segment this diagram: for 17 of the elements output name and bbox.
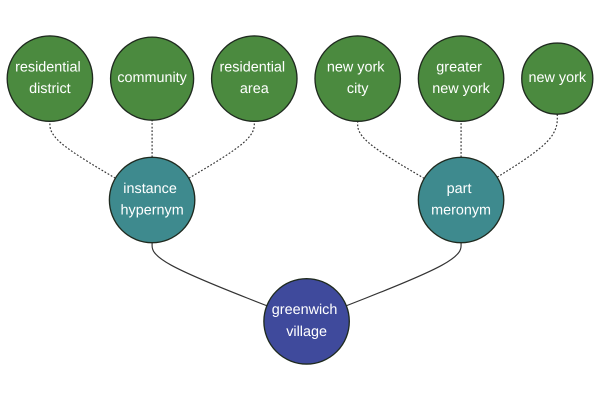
connector: [357, 121, 425, 179]
node-circle: greater new york: [418, 35, 504, 122]
connector: [460, 121, 462, 158]
node-circle: residential district: [6, 35, 94, 122]
node-circle: residential area: [210, 35, 298, 122]
node-circle: community: [110, 36, 194, 121]
connector: [496, 114, 558, 178]
connector: [346, 242, 462, 306]
connector: [152, 242, 268, 306]
connector: [49, 121, 116, 179]
connector: [152, 120, 153, 158]
node-circle: new york city: [314, 35, 402, 122]
node-circle: part meronym: [418, 156, 504, 244]
node-circle: greenwich village: [263, 278, 350, 365]
connector: [188, 121, 255, 179]
node-circle: instance hypernym: [108, 156, 196, 244]
node-circle: new york: [521, 42, 594, 115]
